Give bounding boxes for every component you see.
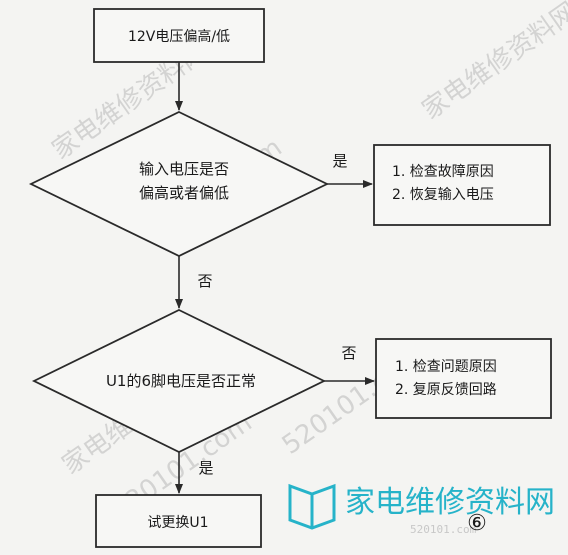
- logo-url: 520101.com: [410, 523, 477, 536]
- end-box: [95, 494, 262, 548]
- action2-box: [375, 338, 552, 419]
- page-number: ⑥: [467, 511, 487, 536]
- site-logo: 家电维修资料网 520101.com: [288, 483, 555, 536]
- action2-line1: 1. 检查问题原因: [395, 359, 497, 375]
- action2-line2: 2. 复原反馈回路: [395, 381, 497, 398]
- logo-name: 家电维修资料网: [345, 485, 555, 520]
- action1-box: [373, 144, 551, 226]
- start-box: [93, 8, 265, 63]
- decision2-text: U1的6脚电压是否正常: [106, 372, 256, 390]
- decision1-yes-label: 是: [332, 152, 347, 170]
- watermark-site-name-3: 家电维修资料网: [417, 0, 568, 126]
- start-box-text: 12V电压偏高/低: [128, 28, 230, 45]
- decision1-text-line1: 输入电压是否: [139, 160, 229, 178]
- action1-line2: 2. 恢复输入电压: [392, 186, 494, 203]
- action1-line1: 1. 检查故障原因: [392, 164, 494, 180]
- book-icon: [288, 483, 336, 530]
- end-box-text: 试更换U1: [147, 514, 208, 531]
- decision1-no-label: 否: [197, 272, 212, 290]
- watermark-layer: 家电维修资料网 520101.com 家电维修资料网 520101.com 52…: [47, 0, 568, 526]
- decision2-no-label: 否: [341, 344, 356, 362]
- decision1-text-line2: 偏高或者偏低: [139, 184, 229, 202]
- decision2-yes-label: 是: [198, 459, 213, 477]
